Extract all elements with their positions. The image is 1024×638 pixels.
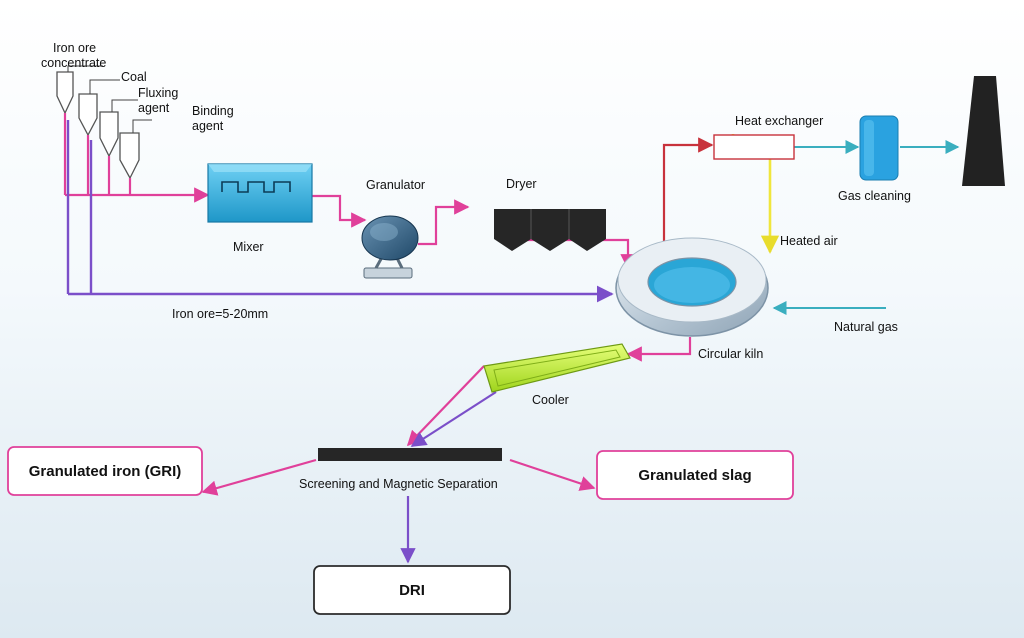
flow-granulator-to-dryer xyxy=(418,199,470,246)
output-dri-label: DRI xyxy=(399,582,425,599)
cooler xyxy=(483,343,631,393)
label-heated-air: Heated air xyxy=(780,234,838,248)
granulator xyxy=(361,215,419,279)
flow-cooler-to-screening-2 xyxy=(410,391,497,447)
circular-kiln xyxy=(615,237,769,337)
flow-kiln-to-heat-exchanger xyxy=(662,137,714,250)
output-gri-box: Granulated iron (GRI) xyxy=(7,446,203,496)
flow-kiln-to-cooler xyxy=(626,337,692,362)
label-natural-gas: Natural gas xyxy=(834,320,898,334)
flow-cooler-to-screening-1 xyxy=(406,365,485,447)
label-mixer: Mixer xyxy=(233,240,264,254)
heat-exchanger xyxy=(713,134,795,160)
hopper-iron-ore xyxy=(56,71,74,115)
hopper-binding-agent xyxy=(119,132,140,180)
feed-drop-lines xyxy=(63,113,132,195)
mixer xyxy=(207,163,313,223)
label-screening: Screening and Magnetic Separation xyxy=(299,477,498,491)
label-cooler: Cooler xyxy=(532,393,569,407)
flow-mixer-to-granulator xyxy=(311,194,367,228)
flow-to-slag xyxy=(509,458,596,491)
output-slag-label: Granulated slag xyxy=(638,467,751,484)
label-iron-ore-1: Iron ore xyxy=(53,41,96,55)
hopper-coal xyxy=(78,93,98,137)
flow-to-gri xyxy=(201,458,317,496)
label-binding-2: agent xyxy=(192,119,224,133)
hopper-fluxing-agent xyxy=(99,111,119,158)
label-circular-kiln: Circular kiln xyxy=(698,347,763,361)
label-dryer: Dryer xyxy=(506,177,537,191)
label-gas-cleaning: Gas cleaning xyxy=(838,189,911,203)
output-dri-box: DRI xyxy=(313,565,511,615)
label-fluxing-2: agent xyxy=(138,101,170,115)
label-binding-1: Binding xyxy=(192,104,234,118)
hopper-leader-lines xyxy=(67,65,152,133)
output-slag-box: Granulated slag xyxy=(596,450,794,500)
label-fluxing-1: Fluxing xyxy=(138,86,178,100)
label-granulator: Granulator xyxy=(366,178,425,192)
label-heat-exchanger: Heat exchanger xyxy=(735,114,823,128)
flow-iron-ore-bypass xyxy=(66,120,614,303)
output-gri-label: Granulated iron (GRI) xyxy=(29,463,182,480)
label-coal: Coal xyxy=(121,70,147,84)
gas-cleaning-unit xyxy=(859,115,899,181)
chimney-stack xyxy=(962,76,1005,186)
label-iron-ore-size: Iron ore=5-20mm xyxy=(172,307,268,321)
screening-separator xyxy=(318,448,502,461)
dryer xyxy=(494,209,606,251)
label-iron-ore-2: concentrate xyxy=(41,56,106,70)
